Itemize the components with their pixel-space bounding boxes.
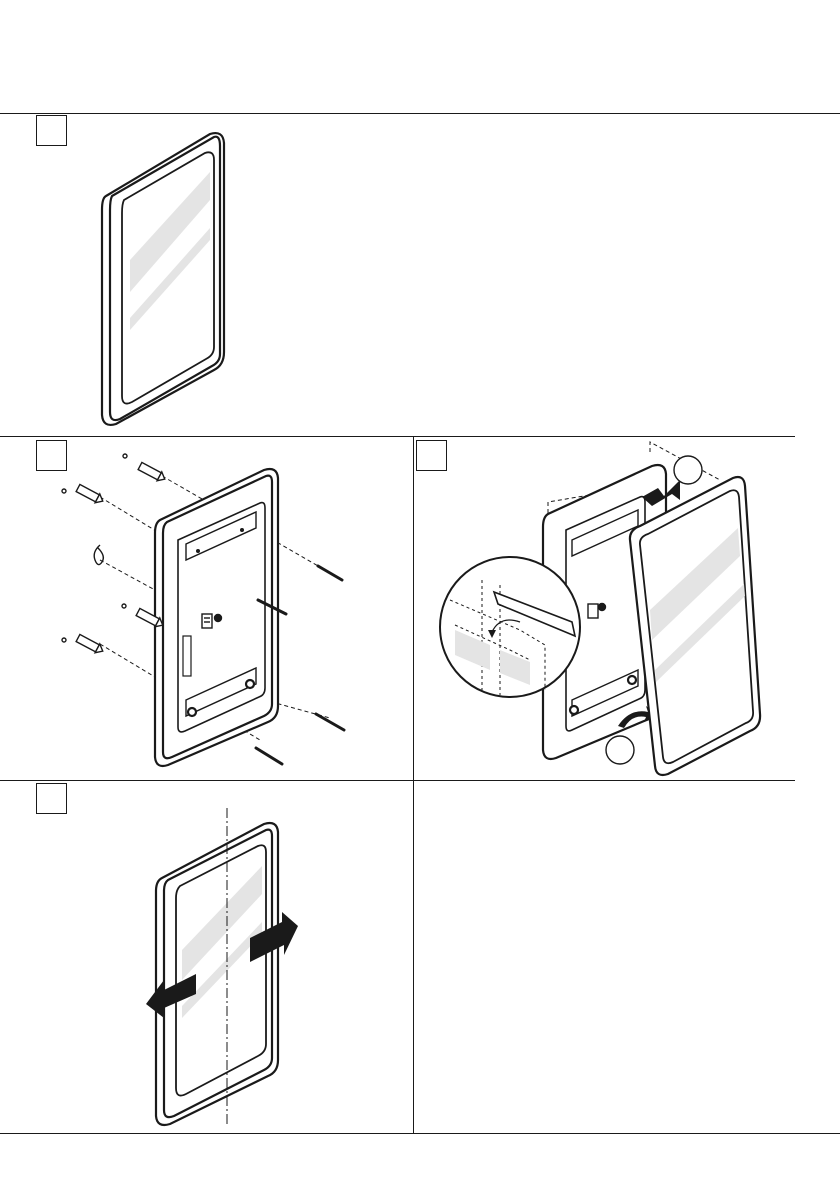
step-4-illustration (0, 0, 840, 1192)
